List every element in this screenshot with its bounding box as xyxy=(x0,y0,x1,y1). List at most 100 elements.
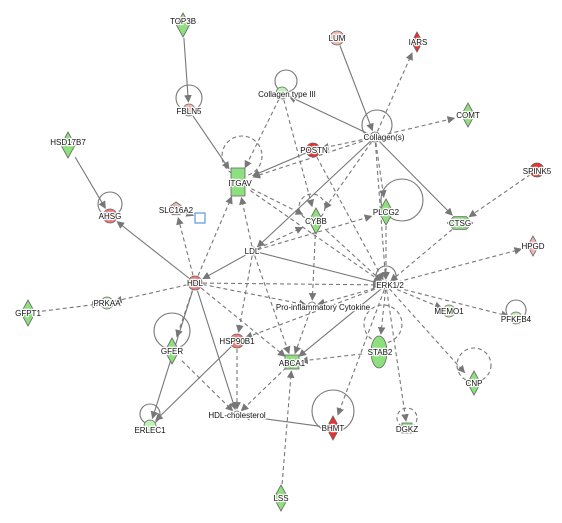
node-label-fbln5: FBLN5 xyxy=(177,107,202,116)
node-iars[interactable] xyxy=(411,31,423,53)
edge-erk12-to-stab2 xyxy=(377,289,387,335)
node-gfer[interactable] xyxy=(164,337,180,365)
node-abca1[interactable] xyxy=(284,354,300,370)
node-label-prkaa: PRKAA xyxy=(93,299,121,308)
edge-cols-to-col3 xyxy=(288,95,370,135)
edge-lum-to-cols xyxy=(339,45,374,132)
edge-cols-to-ldl xyxy=(256,140,371,248)
edge-erk12-to-proinf xyxy=(317,285,382,307)
edge-ldl-to-plcg2 xyxy=(257,214,373,251)
node-gfpt1[interactable] xyxy=(20,299,36,327)
edge-hdl-to-itgav xyxy=(197,195,233,276)
node-label-slc16a2: SLC16A2 xyxy=(159,206,194,215)
edge-cols-to-itgav xyxy=(252,138,370,179)
edge-hsd17b7-to-ahsg xyxy=(74,156,106,209)
node-hsp90b1[interactable] xyxy=(229,333,245,349)
node-spink5[interactable] xyxy=(529,162,545,178)
nodes-layer xyxy=(20,12,545,512)
node-erlec1[interactable] xyxy=(143,419,157,433)
edge-ldl-to-erk12 xyxy=(257,251,381,286)
node-label-halo-ahsg: AHSG xyxy=(99,212,122,221)
node-label-spink5: SPINK5 xyxy=(523,167,552,176)
edge-erk12-to-hpgd xyxy=(390,247,523,285)
node-label-halo-spink5: SPINK5 xyxy=(523,167,552,176)
node-dgkz[interactable] xyxy=(401,422,413,434)
node-label-halo-erlec1: ERLEC1 xyxy=(134,426,166,435)
edge-bhmt-to-hdlc xyxy=(242,412,321,427)
node-transp[interactable] xyxy=(194,212,206,224)
node-label-halo-cnp: CNP xyxy=(466,379,483,388)
node-ldl[interactable] xyxy=(248,246,258,256)
node-label-halo-hdl: HDL xyxy=(187,279,204,288)
edge-ldl-to-hdl xyxy=(202,252,249,280)
node-label-cols: Collagen(s) xyxy=(364,133,405,142)
node-label-lss: LSS xyxy=(273,494,288,503)
node-label-itgav: ITGAV xyxy=(228,179,252,188)
edge-hdl-to-hdlc xyxy=(196,290,237,411)
node-hdl[interactable] xyxy=(187,275,203,291)
node-slc16a2[interactable] xyxy=(168,201,184,216)
node-pfkfb4[interactable] xyxy=(509,311,523,325)
edge-col3-to-cybb xyxy=(283,99,315,208)
node-label-hpgd: HPGD xyxy=(521,242,544,251)
edge-postn-to-erk12 xyxy=(316,156,384,281)
node-hpgd[interactable] xyxy=(527,235,539,257)
node-top3b[interactable] xyxy=(175,12,191,38)
node-label-abca1: ABCA1 xyxy=(279,359,306,368)
edge-erk12-to-abca1 xyxy=(298,287,383,357)
edge-col3-to-itgav xyxy=(244,99,280,169)
node-lss[interactable] xyxy=(273,484,289,512)
node-ahsg[interactable] xyxy=(102,208,118,224)
edge-cybb-to-proinf xyxy=(308,234,317,301)
node-plcg2[interactable] xyxy=(378,198,394,226)
node-ctsg[interactable] xyxy=(446,216,474,230)
edge-hdl-to-prkaa xyxy=(114,284,188,304)
node-cnp[interactable] xyxy=(466,370,482,396)
edge-erk12-to-bhmt xyxy=(336,289,385,416)
node-proinf[interactable] xyxy=(307,301,317,311)
edge-abca1-to-hdlc xyxy=(240,367,287,412)
edge-itgav-to-cybb xyxy=(251,188,304,215)
node-label-erlec1: ERLEC1 xyxy=(134,426,166,435)
node-prkaa[interactable] xyxy=(100,296,114,310)
self-loop-cnp xyxy=(456,347,492,383)
node-itgav[interactable] xyxy=(230,167,246,197)
node-fbln5[interactable] xyxy=(182,103,196,117)
node-label-halo-itgav: ITGAV xyxy=(228,179,252,188)
node-label-hdl: HDL xyxy=(187,279,204,288)
node-bhmt[interactable] xyxy=(325,415,341,441)
self-loops-layer xyxy=(97,69,527,433)
edge-ctsg-to-erk12 xyxy=(390,228,453,282)
node-label-halo-slc16a2: SLC16A2 xyxy=(159,206,194,215)
node-label-lum: LUM xyxy=(329,34,346,43)
node-hsd17b7[interactable] xyxy=(60,131,76,159)
node-label-halo-top3b: TOP3B xyxy=(170,17,196,26)
edge-proinf-to-abca1 xyxy=(293,310,311,355)
node-stab2[interactable] xyxy=(370,335,388,369)
node-label-hsp90b1: HSP90B1 xyxy=(219,337,255,346)
edge-ldl-to-itgav xyxy=(239,196,253,247)
node-label-halo-pfkfb4: PFKFB4 xyxy=(501,315,532,324)
node-label-gfpt1: GFPT1 xyxy=(15,309,41,318)
node-cols[interactable] xyxy=(369,131,381,143)
node-label-halo-plcg2: PLCG2 xyxy=(373,208,400,217)
self-loop-cybb xyxy=(298,193,326,221)
edge-slc16a2-to-transp xyxy=(183,209,195,217)
node-erk12[interactable] xyxy=(381,280,391,290)
node-label-halo-gfer: GFER xyxy=(161,347,183,356)
node-hdlc[interactable] xyxy=(232,410,242,420)
edge-erk12-to-hsp90b1 xyxy=(244,286,382,339)
node-cybb[interactable] xyxy=(308,207,324,235)
edge-erk12-to-dgkz xyxy=(386,289,409,422)
edge-hsp90b1-to-erlec1 xyxy=(155,346,232,421)
node-lum[interactable] xyxy=(329,30,345,46)
node-label-halo-hdlc: HDL-cholesterol xyxy=(208,411,266,420)
node-comt[interactable] xyxy=(460,102,476,128)
node-memo1[interactable] xyxy=(442,304,456,318)
node-postn[interactable] xyxy=(305,142,321,158)
edge-ldl-to-cybb xyxy=(257,226,304,250)
node-label-gfer: GFER xyxy=(161,347,183,356)
node-col3[interactable] xyxy=(275,86,289,100)
